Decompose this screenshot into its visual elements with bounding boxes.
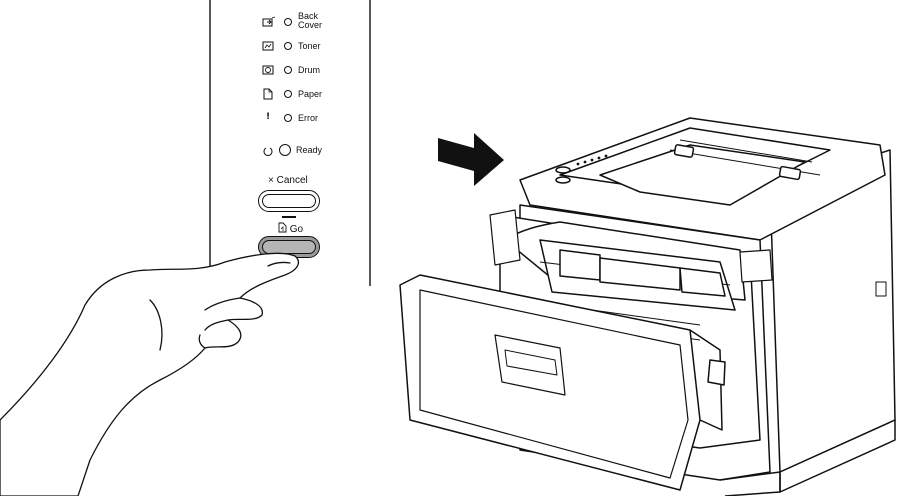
paper-label: Paper [298, 89, 323, 99]
back-cover-icon [262, 16, 276, 31]
power-icon [262, 145, 274, 160]
printer-icon [399, 117, 896, 496]
hand-icon [0, 252, 299, 496]
cancel-icon: × [268, 175, 274, 186]
go-icon [278, 222, 287, 235]
go-caption: Go [278, 222, 303, 235]
paper-led [284, 90, 292, 98]
arrow-icon [438, 133, 504, 186]
button-divider [282, 216, 296, 218]
ready-led [279, 144, 291, 156]
toner-icon [262, 41, 274, 54]
drum-icon [262, 65, 274, 78]
paper-icon [263, 88, 273, 103]
cancel-button[interactable] [258, 190, 320, 212]
error-label: Error [298, 113, 318, 123]
drum-led [284, 66, 292, 74]
exclamation-icon: ! [266, 112, 271, 122]
ready-label: Ready [296, 145, 323, 155]
back-cover-led [284, 18, 292, 26]
drum-label: Drum [298, 65, 320, 75]
toner-label: Toner [298, 41, 321, 51]
go-button[interactable] [258, 236, 320, 258]
cancel-caption: × Cancel [268, 175, 308, 186]
toner-led [284, 42, 292, 50]
error-led [284, 114, 292, 122]
